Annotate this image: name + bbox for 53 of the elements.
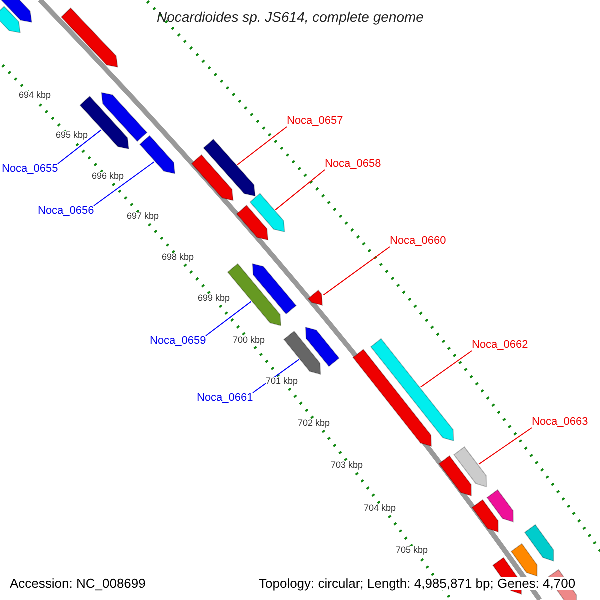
gene-segment	[191, 154, 234, 202]
gene-label: Noca_0657	[287, 116, 344, 127]
gene-segment	[308, 290, 324, 306]
gene-label: Noca_0660	[390, 236, 446, 247]
gene-segment	[250, 193, 286, 233]
tick-label: 695 kbp	[56, 131, 88, 140]
gene-segment	[305, 326, 340, 368]
gene-segment	[0, 0, 32, 24]
gene-label: Noca_0655	[2, 164, 58, 175]
leader-line	[237, 126, 288, 166]
gene-segment	[472, 499, 499, 533]
footer-text: Topology: circular; Length: 4,985,871 bp; Genes: 4,700	[259, 577, 576, 590]
gene-label: Noca_0656	[38, 206, 94, 217]
gene-label: Noca_0663	[532, 417, 588, 428]
gene-segment	[101, 92, 148, 142]
tick-label: 702 kbp	[298, 419, 330, 428]
leader-line	[58, 130, 102, 164]
tick-label: 699 kbp	[198, 294, 230, 303]
tick-label: 697 kbp	[127, 212, 160, 221]
gene-segment	[438, 455, 472, 497]
gene-segment	[236, 204, 269, 241]
gene-segment	[370, 338, 454, 442]
gene-label: Noca_0658	[325, 159, 382, 170]
leader-line	[420, 350, 472, 388]
leader-line	[94, 162, 155, 206]
gene-segment	[284, 330, 322, 376]
leader-line	[275, 170, 326, 211]
gene-label: Noca_0661	[197, 393, 254, 404]
tick-label: 694 kbp	[19, 91, 52, 100]
footer-text: Accession: NC_008699	[10, 577, 146, 590]
gene-segment	[524, 524, 554, 562]
leader-line	[478, 428, 532, 465]
tick-label: 704 kbp	[364, 504, 396, 513]
tick-label: 700 kbp	[233, 336, 266, 345]
leader-line	[323, 246, 390, 296]
gene-segment	[510, 543, 538, 577]
tick-label: 698 kbp	[162, 253, 194, 262]
tick-label: 705 kbp	[396, 546, 428, 555]
gene-segment	[203, 138, 256, 197]
tick-label: 701 kbp	[266, 377, 298, 386]
gene-segment	[352, 348, 432, 447]
gene-label: Noca_0659	[150, 336, 206, 347]
gene-segment	[0, 6, 21, 34]
tick-label: 703 kbp	[331, 461, 364, 470]
tick-label: 696 kbp	[92, 172, 124, 181]
gene-label: Noca_0662	[472, 340, 528, 351]
leader-line	[206, 301, 252, 336]
gene-segment	[454, 446, 488, 488]
gene-segment	[139, 135, 176, 174]
gene-segment	[252, 263, 297, 315]
title: Nocardioides sp. JS614, complete genome	[157, 10, 424, 24]
gene-segment	[486, 489, 514, 523]
gene-segment	[60, 8, 118, 68]
